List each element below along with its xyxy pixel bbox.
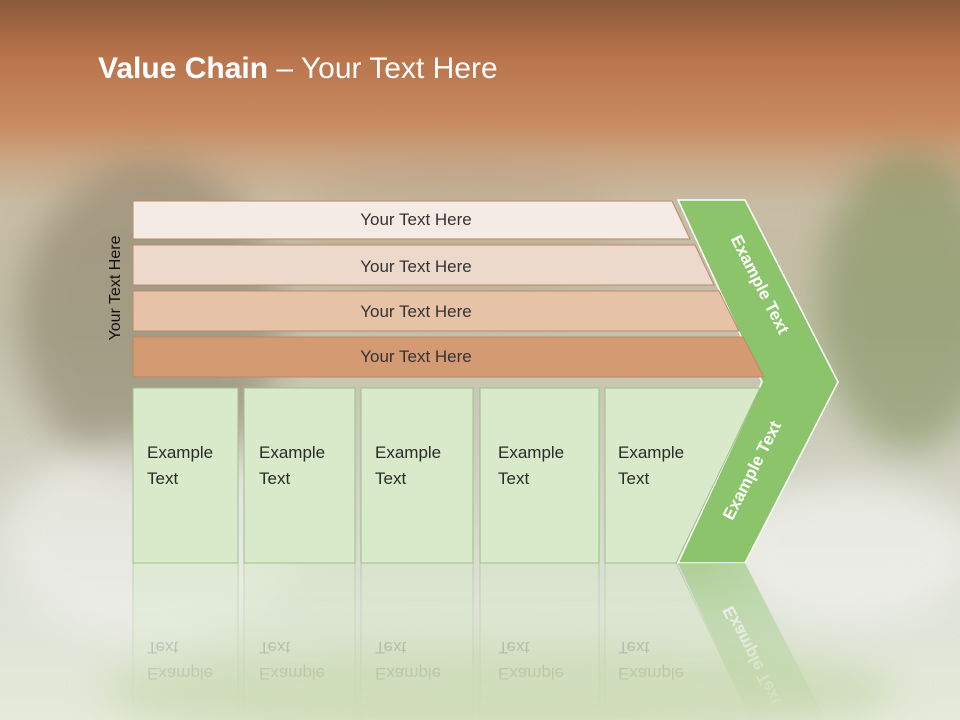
row-label: Your Text Here (360, 210, 472, 229)
slide-title: Value Chain – Your Text Here (98, 52, 498, 86)
row-shape (132, 336, 765, 378)
title-bold: Value Chain (98, 52, 269, 85)
row-shape (132, 290, 740, 332)
reflected-box (604, 562, 752, 720)
reflected-chevron (678, 563, 826, 720)
row-shape (132, 244, 715, 286)
title-rest: – Your Text Here (268, 52, 498, 85)
reflected-text: ExampleText (259, 638, 325, 683)
reflected-text: ExampleText (147, 638, 213, 683)
bg-blob (820, 150, 960, 450)
example-box (243, 387, 356, 564)
reflected-text: ExampleText (498, 638, 564, 683)
reflected-box (132, 562, 239, 720)
reflected-box (479, 562, 600, 720)
reflection: ExampleText ExampleText ExampleText Exam… (132, 562, 826, 720)
reflected-box (360, 562, 474, 720)
reflected-box (243, 562, 356, 720)
reflected-text: ExampleText (618, 638, 684, 683)
example-box (479, 387, 600, 564)
row-label: Your Text Here (360, 347, 472, 366)
reflected-text: ExampleText (375, 638, 441, 683)
row-label: Your Text Here (360, 257, 472, 276)
row-label: Your Text Here (360, 302, 472, 321)
example-box (360, 387, 474, 564)
rows-group: Your Text Here Your Text Here Your Text … (132, 200, 765, 378)
row-shape (132, 200, 691, 240)
